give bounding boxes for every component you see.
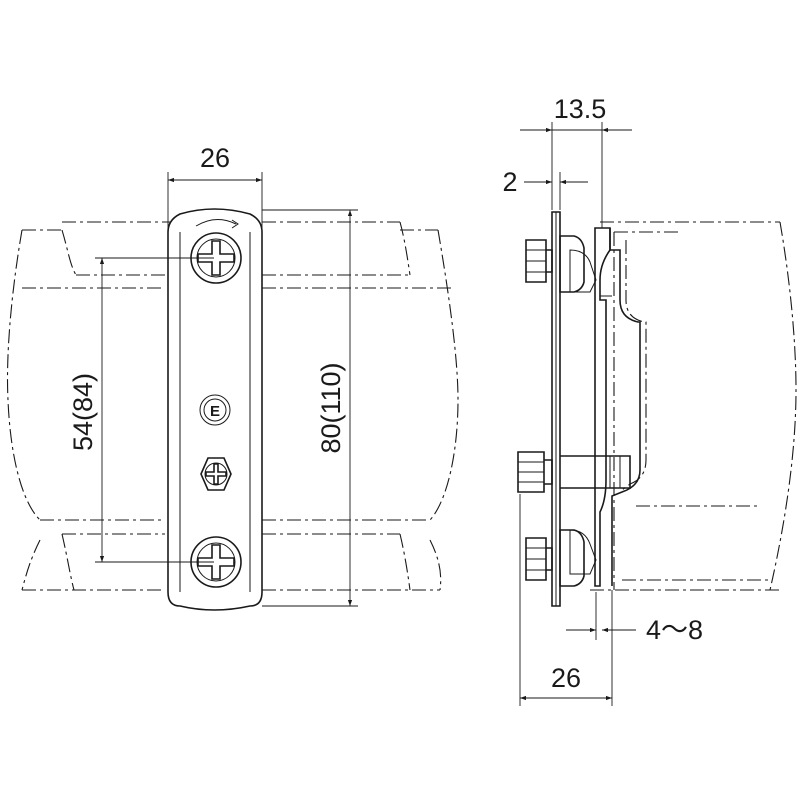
side-view: 13.5 2 4～8 26 (502, 94, 797, 706)
clamp-body-side (569, 227, 641, 587)
depth-dimension: 13.5 (520, 94, 632, 228)
top-screw-head (190, 232, 242, 284)
top-bolt-side (525, 235, 585, 293)
width-dimension: 26 (167, 143, 263, 228)
front-view: E 26 54(84) (6, 143, 459, 611)
channel-side-phantom (590, 221, 797, 591)
stamp-letter: E (210, 403, 220, 420)
bolt-length-dimension: 26 (519, 494, 613, 706)
length-dim-label: 80(110) (316, 362, 346, 453)
middle-bolt-side (517, 451, 631, 493)
clamp-range-dim-label: 4～8 (646, 615, 703, 645)
hex-nut (200, 457, 232, 491)
hole-pitch-dimension: 54(84) (68, 257, 214, 563)
stamp-mark: E (199, 394, 231, 426)
bolt-length-dim-label: 26 (551, 663, 581, 693)
clamp-plate (167, 208, 263, 611)
clamp-plate-side (551, 211, 561, 607)
channel-rail-phantom (6, 221, 459, 591)
hole-pitch-dim-label: 54(84) (68, 373, 98, 451)
length-dimension: 80(110) (262, 209, 358, 607)
bottom-bolt-side (525, 529, 585, 587)
clamp-range-dimension: 4～8 (566, 592, 703, 645)
bottom-screw-head (190, 536, 242, 588)
depth-dim-label: 13.5 (554, 94, 607, 124)
thickness-dimension: 2 (502, 167, 588, 210)
thickness-dim-label: 2 (502, 167, 517, 197)
width-dim-label: 26 (200, 143, 230, 173)
